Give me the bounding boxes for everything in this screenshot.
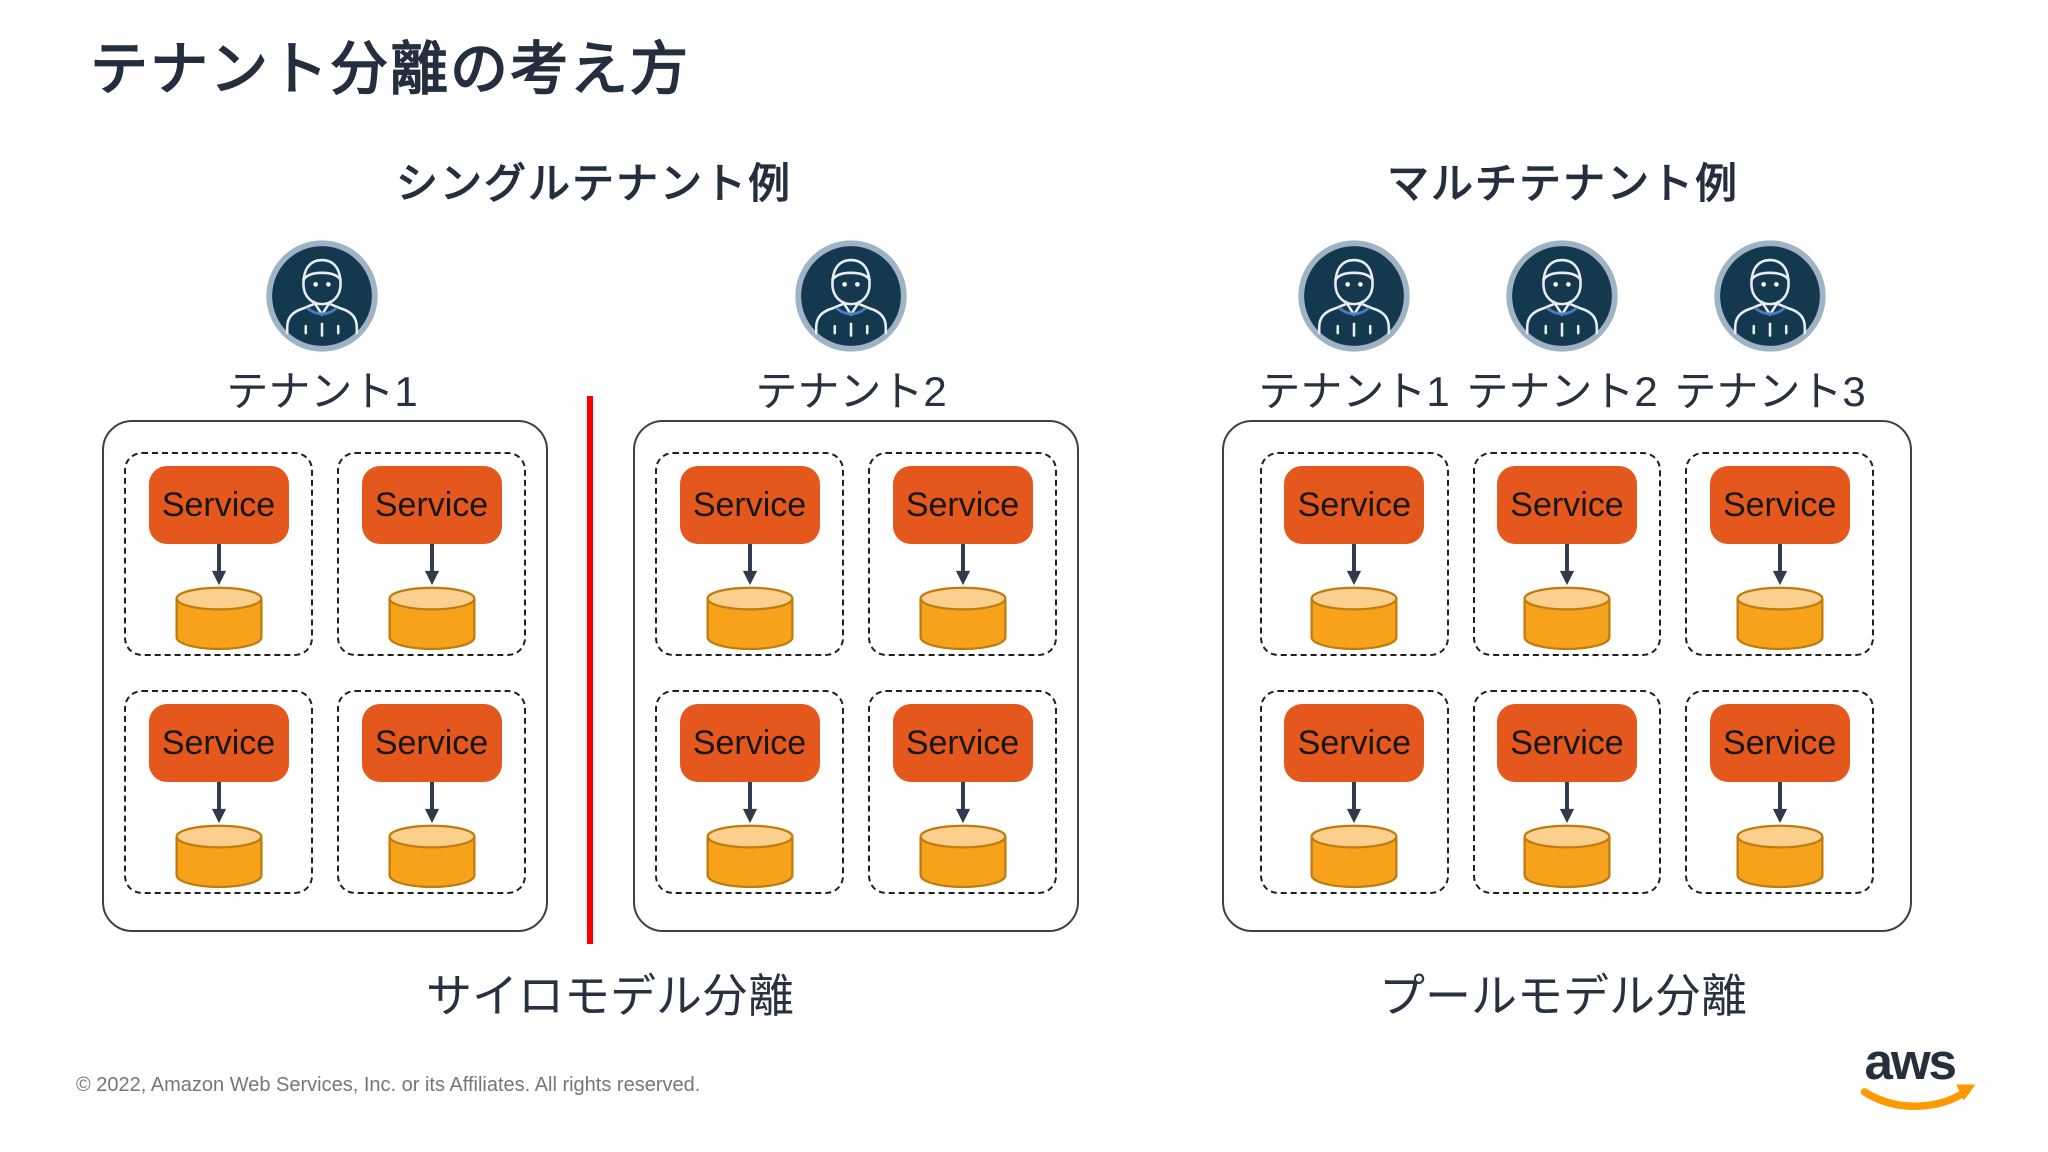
database-cylinder-icon: [1306, 585, 1402, 654]
arrow-down-icon: [422, 782, 442, 823]
tenant-label: テナント2: [1466, 368, 1658, 415]
service-node: Service: [1496, 704, 1637, 783]
arrow-down-icon: [1770, 782, 1790, 823]
service-unit: Service: [124, 690, 313, 894]
service-node: Service: [361, 704, 502, 783]
service-node: Service: [679, 466, 820, 545]
arrow-down-icon: [953, 782, 973, 823]
divider-red-line: [587, 396, 593, 944]
arrow-down-icon: [422, 544, 442, 585]
database-cylinder-icon: [915, 585, 1011, 654]
service-unit: Service: [868, 452, 1057, 656]
person-icon: [1712, 238, 1828, 354]
database-cylinder-icon: [915, 823, 1011, 892]
database-cylinder-icon: [702, 823, 798, 892]
service-node: Service: [361, 466, 502, 545]
service-unit: Service: [1685, 452, 1874, 656]
arrow-down-icon: [740, 782, 760, 823]
database-cylinder-icon: [702, 585, 798, 654]
service-node: Service: [1284, 704, 1425, 783]
tenant-label: テナント1: [226, 368, 418, 415]
service-node: Service: [892, 704, 1033, 783]
person-icon: [793, 238, 909, 354]
database-cylinder-icon: [384, 823, 480, 892]
arrow-down-icon: [740, 544, 760, 585]
arrow-down-icon: [1344, 782, 1364, 823]
service-unit: Service: [655, 452, 844, 656]
service-node: Service: [1709, 466, 1850, 545]
service-node: Service: [1496, 466, 1637, 545]
database-cylinder-icon: [1519, 585, 1615, 654]
tenant-label: テナント2: [755, 368, 947, 415]
tenant-label: テナント1: [1258, 368, 1450, 415]
arrow-down-icon: [209, 782, 229, 823]
slide-title: テナント分離の考え方: [90, 37, 691, 102]
service-node: Service: [148, 466, 289, 545]
service-unit: Service: [1472, 690, 1662, 894]
service-node: Service: [1284, 466, 1425, 545]
database-cylinder-icon: [171, 823, 267, 892]
model-caption-pool: プールモデル分離: [1379, 970, 1747, 1022]
arrow-down-icon: [1557, 782, 1577, 823]
service-node: Service: [679, 704, 820, 783]
service-unit: Service: [337, 452, 526, 656]
aws-logo-text: aws: [1865, 1034, 1956, 1090]
section-header-multi: マルチテナント例: [1386, 160, 1740, 207]
database-cylinder-icon: [1732, 823, 1828, 892]
service-unit: Service: [1472, 452, 1662, 656]
service-node: Service: [148, 704, 289, 783]
aws-smile-icon: [1860, 1087, 1971, 1110]
service-unit: Service: [337, 690, 526, 894]
service-unit: Service: [655, 690, 844, 894]
person-icon: [264, 238, 380, 354]
database-cylinder-icon: [384, 585, 480, 654]
service-unit: Service: [124, 452, 313, 656]
database-cylinder-icon: [1732, 585, 1828, 654]
service-node: Service: [1709, 704, 1850, 783]
aws-smile-arrow-tip: [1956, 1084, 1976, 1101]
tenant-box: Service Service Service Service Service …: [1222, 420, 1912, 932]
tenant-label: テナント3: [1674, 368, 1866, 415]
service-unit: Service: [1260, 690, 1449, 894]
aws-logo: aws: [1860, 1034, 1976, 1110]
service-node: Service: [892, 466, 1033, 545]
database-cylinder-icon: [1306, 823, 1402, 892]
arrow-down-icon: [1344, 544, 1364, 585]
person-icon: [1504, 238, 1620, 354]
tenant-box: Service Service Service Service: [102, 420, 548, 932]
arrow-down-icon: [1770, 544, 1790, 585]
database-cylinder-icon: [1519, 823, 1615, 892]
model-caption-silo: サイロモデル分離: [426, 970, 794, 1022]
section-header-single: シングルテナント例: [395, 160, 793, 207]
person-icon: [1296, 238, 1412, 354]
service-unit: Service: [868, 690, 1057, 894]
service-unit: Service: [1260, 452, 1449, 656]
database-cylinder-icon: [171, 585, 267, 654]
tenant-box: Service Service Service Service: [633, 420, 1079, 932]
arrow-down-icon: [1557, 544, 1577, 585]
service-unit: Service: [1685, 690, 1874, 894]
arrow-down-icon: [953, 544, 973, 585]
copyright-text: © 2022, Amazon Web Services, Inc. or its…: [76, 1074, 701, 1096]
arrow-down-icon: [209, 544, 229, 585]
